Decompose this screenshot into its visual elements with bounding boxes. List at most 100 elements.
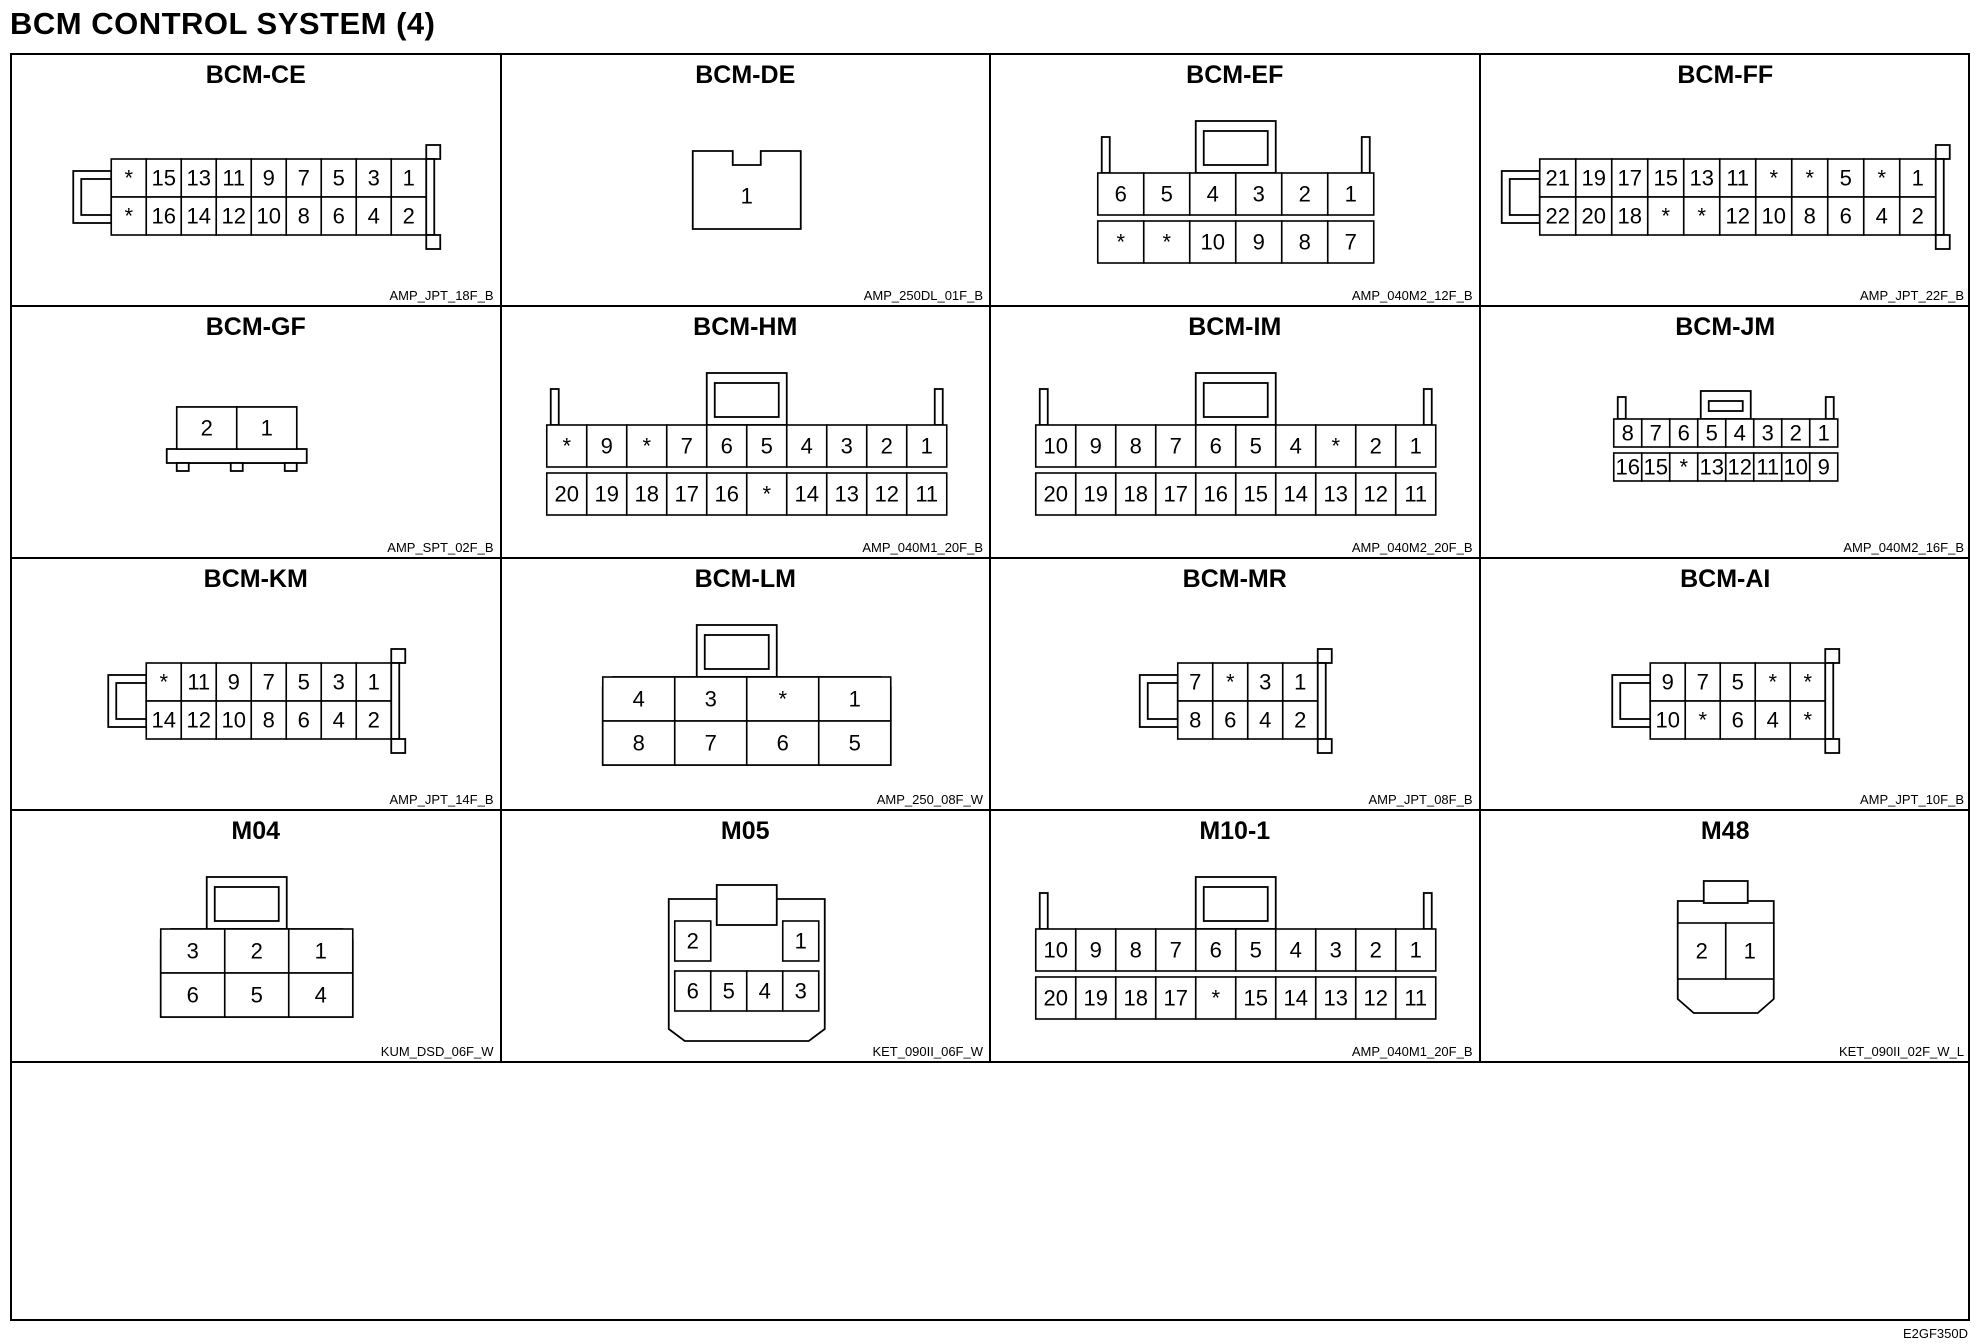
pin-21: 21 xyxy=(1538,158,1577,198)
pin-unused: * xyxy=(1682,196,1721,236)
pin-label: 15 xyxy=(1244,986,1268,1011)
pin-label: 8 xyxy=(1803,204,1815,229)
pin-4: 4 xyxy=(601,676,676,722)
pin-label: 3 xyxy=(333,670,345,695)
pin-label: 7 xyxy=(1170,938,1182,963)
pin-2: 2 xyxy=(355,700,393,740)
pin-unused: * xyxy=(1211,662,1249,702)
pin-label: 8 xyxy=(298,204,310,229)
connector-title: BCM-FF xyxy=(1677,61,1774,89)
pin-label: 16 xyxy=(1615,455,1639,480)
pin-3: 3 xyxy=(1314,928,1357,972)
pin-5: 5 xyxy=(745,424,788,468)
pin-6: 6 xyxy=(745,720,820,766)
pin-label: 13 xyxy=(1699,455,1723,480)
pin-12: 12 xyxy=(180,700,218,740)
pin-label: 11 xyxy=(1726,166,1749,191)
pin-label: 9 xyxy=(1090,938,1102,963)
pin-label: 10 xyxy=(222,708,246,733)
pin-label: 9 xyxy=(263,166,275,191)
pin-unused: * xyxy=(1790,158,1829,198)
pin-label: * xyxy=(1803,670,1812,695)
pin-unused: * xyxy=(1683,700,1721,740)
pin-6: 6 xyxy=(1668,418,1699,448)
pin-8: 8 xyxy=(1114,424,1157,468)
pin-label: 11 xyxy=(1404,986,1427,1011)
pin-7: 7 xyxy=(665,424,708,468)
pin-label: 5 xyxy=(848,731,860,756)
pin-14: 14 xyxy=(1274,976,1317,1020)
pin-label: 12 xyxy=(874,482,898,507)
pin-2: 2 xyxy=(1281,700,1319,740)
pin-label: * xyxy=(778,687,787,712)
pin-2: 2 xyxy=(865,424,908,468)
pin-label: * xyxy=(1211,986,1220,1011)
pin-label: 4 xyxy=(632,687,644,712)
connector-part-code: AMP_040M2_16F_B xyxy=(1843,540,1964,555)
pin-3: 3 xyxy=(1234,172,1283,216)
pin-label: 7 xyxy=(298,166,310,191)
pin-label: 4 xyxy=(368,204,380,229)
pin-4: 4 xyxy=(320,700,358,740)
pin-label: 2 xyxy=(1695,939,1707,964)
pin-label: 15 xyxy=(1643,455,1667,480)
pin-12: 12 xyxy=(1354,976,1397,1020)
pin-label: 12 xyxy=(1725,204,1749,229)
pin-4: 4 xyxy=(1862,196,1901,236)
pin-label: * xyxy=(124,204,133,229)
connector-part-code: AMP_JPT_08F_B xyxy=(1368,792,1473,807)
pin-7: 7 xyxy=(250,662,288,702)
pin-17: 17 xyxy=(1610,158,1649,198)
pin-9: 9 xyxy=(1074,424,1117,468)
pin-13: 13 xyxy=(1682,158,1721,198)
pin-15: 15 xyxy=(1234,976,1277,1020)
pin-13: 13 xyxy=(825,472,868,516)
pin-label: 11 xyxy=(222,166,245,191)
pin-label: 16 xyxy=(714,482,738,507)
pin-label: * xyxy=(1877,166,1886,191)
pin-label: 11 xyxy=(187,670,210,695)
pin-unused: * xyxy=(1754,158,1793,198)
pin-5: 5 xyxy=(223,972,290,1018)
pin-label: * xyxy=(1769,166,1778,191)
pin-label: 8 xyxy=(632,731,644,756)
lock xyxy=(715,884,778,926)
pin-7: 7 xyxy=(1176,662,1214,702)
pin-4: 4 xyxy=(1188,172,1237,216)
pin-1: 1 xyxy=(235,406,298,450)
pin-label: 6 xyxy=(187,983,199,1008)
pin-9: 9 xyxy=(1808,452,1839,482)
foot xyxy=(229,462,244,472)
pin-label: 1 xyxy=(403,166,415,191)
pin-label: 11 xyxy=(1756,455,1779,480)
pin-label: 6 xyxy=(298,708,310,733)
document-code: E2GF350D xyxy=(1902,1326,1968,1341)
tab xyxy=(1823,648,1840,664)
pin-label: 2 xyxy=(1299,182,1311,207)
pin-label: 3 xyxy=(187,939,199,964)
pin-7: 7 xyxy=(1154,424,1197,468)
pin-15: 15 xyxy=(1646,158,1685,198)
pin-label: 6 xyxy=(720,434,732,459)
pin-label: 5 xyxy=(1705,421,1717,446)
pin-label: 5 xyxy=(333,166,345,191)
pin-8: 8 xyxy=(1612,418,1643,448)
pin-unused: * xyxy=(1753,662,1791,702)
pin-label: 20 xyxy=(1581,204,1605,229)
pin-5: 5 xyxy=(709,970,748,1012)
pin-label: 15 xyxy=(1244,482,1268,507)
pin-13: 13 xyxy=(1314,472,1357,516)
pin-2: 2 xyxy=(1898,196,1937,236)
pin-label: 6 xyxy=(776,731,788,756)
pin-7: 7 xyxy=(285,158,323,198)
pin-18: 18 xyxy=(625,472,668,516)
pin-label: 22 xyxy=(1545,204,1569,229)
pin-5: 5 xyxy=(285,662,323,702)
